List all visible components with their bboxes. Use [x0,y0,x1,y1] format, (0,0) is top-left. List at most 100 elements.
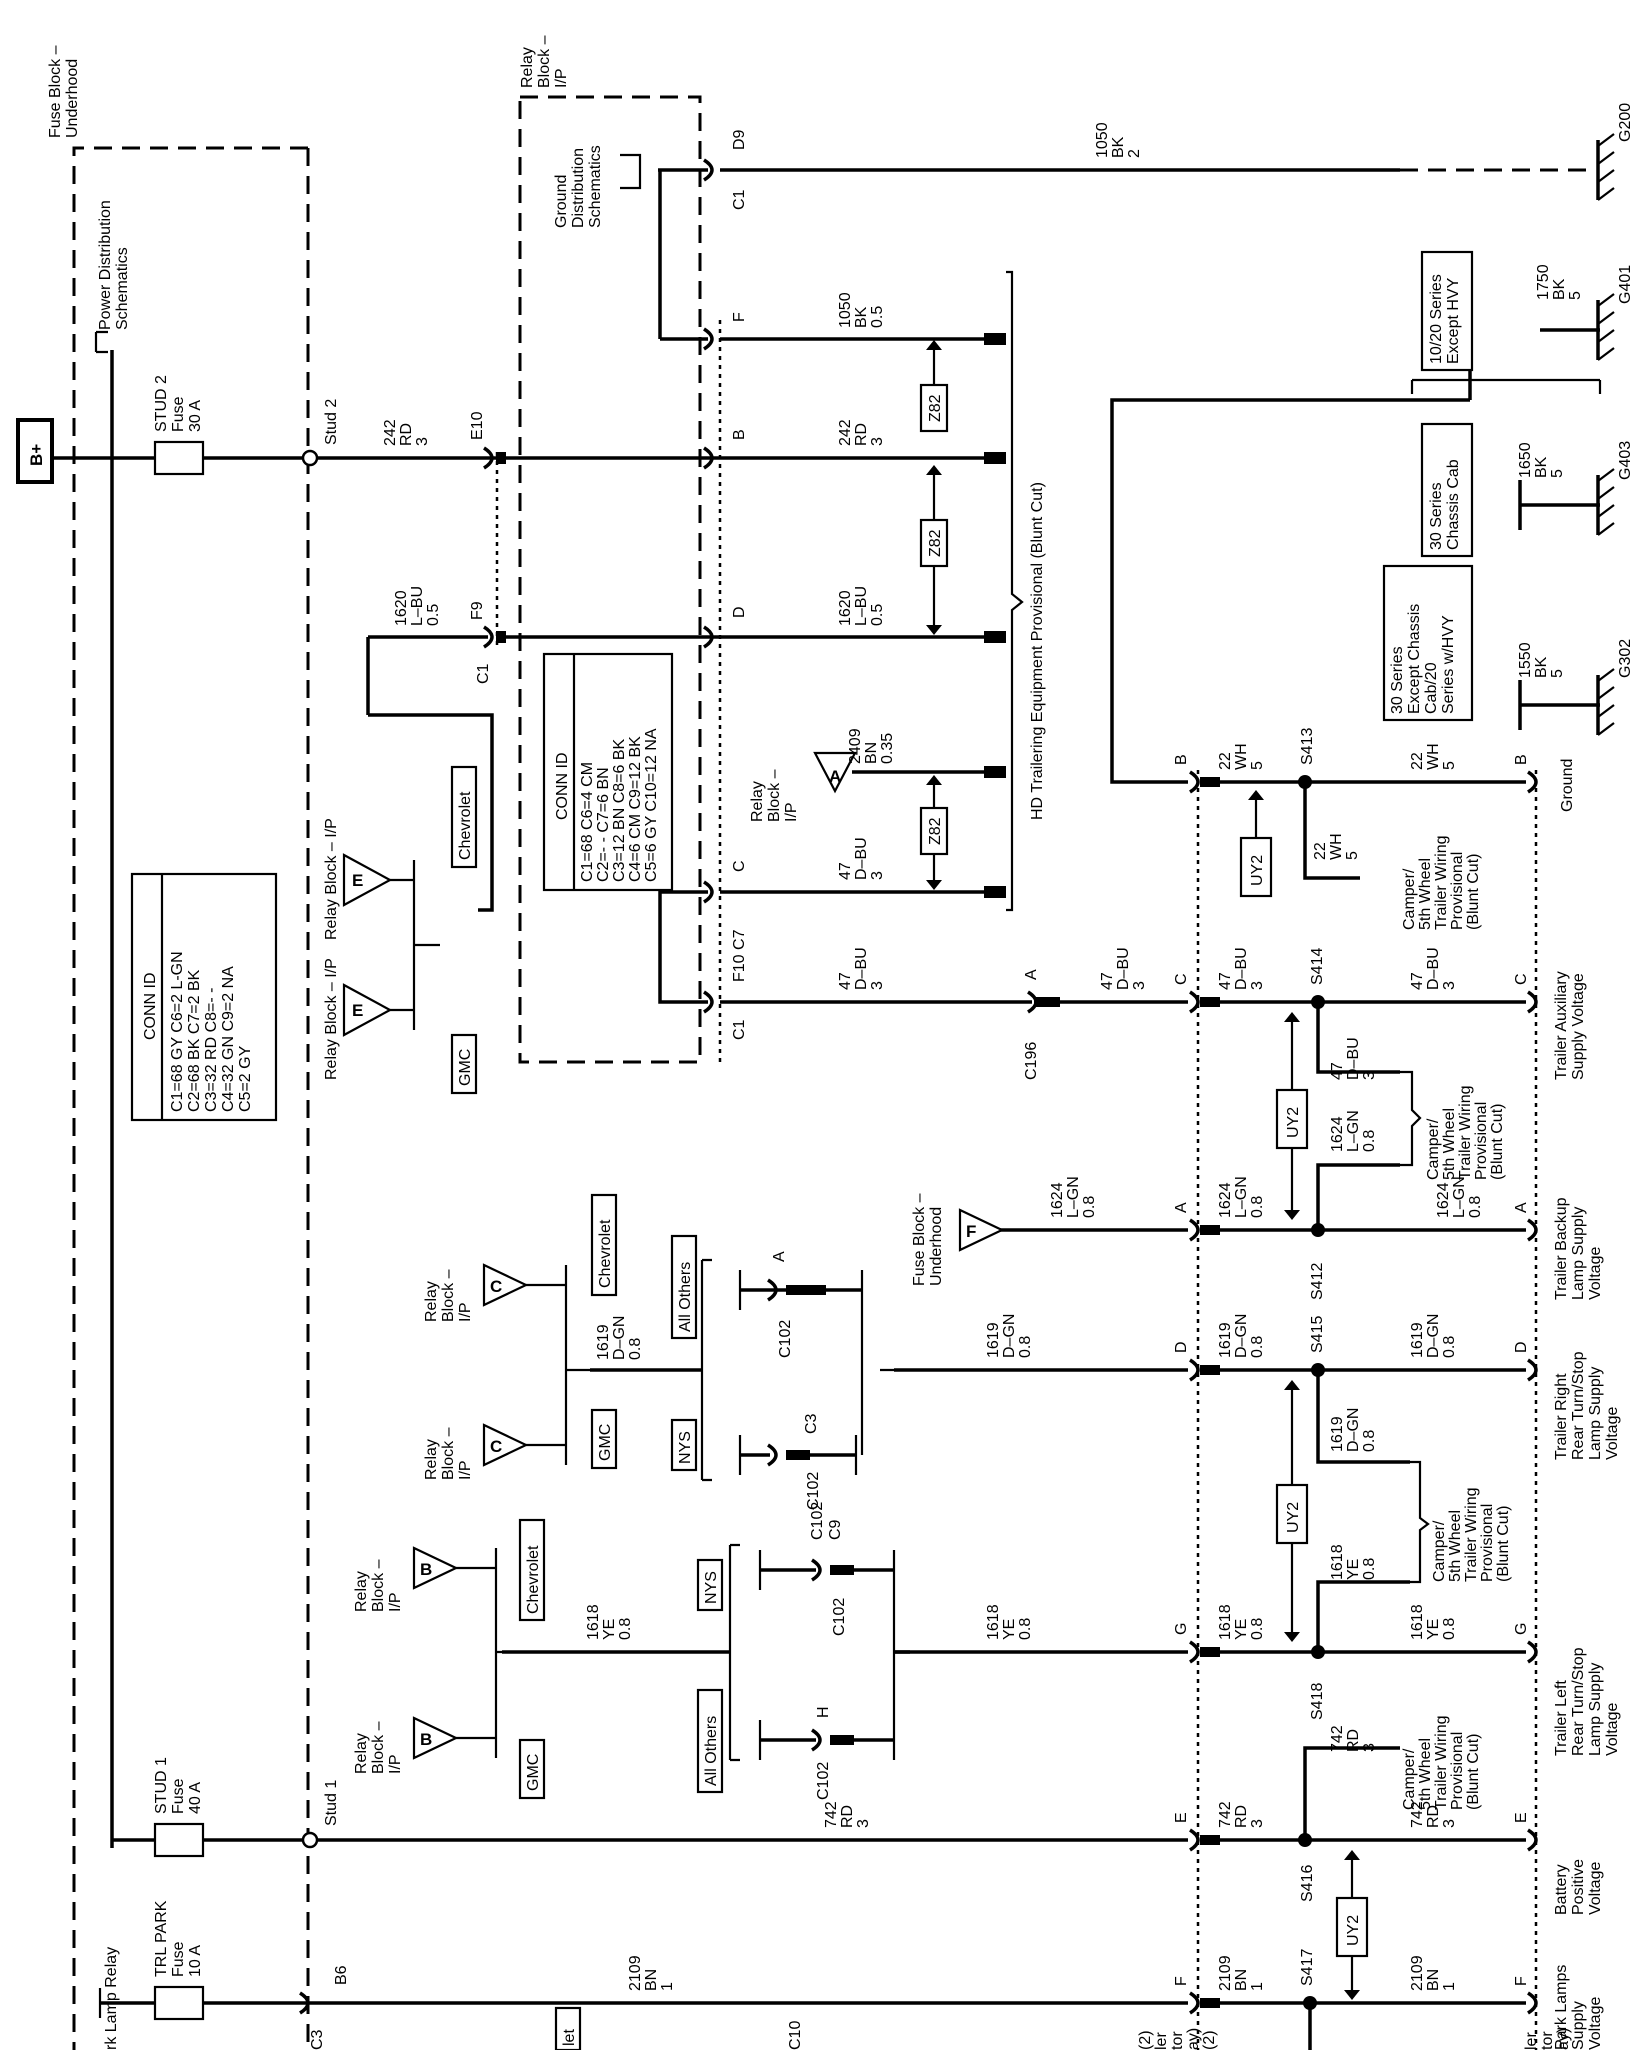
z82-tag: Z82 [919,340,949,433]
svg-text:3: 3 [1441,1819,1458,1828]
ground-distribution-label: Ground Distribution Schematics [553,145,604,228]
ground-note-g401-text: 10/20 Series Except HVY [1428,274,1462,364]
svg-text:5: 5 [1249,761,1266,770]
pin-f: F [1173,1976,1190,1986]
svg-text:5: 5 [1549,469,1566,478]
svg-text:1618: 1618 [1409,1604,1426,1640]
svg-text:1750: 1750 [1535,264,1552,300]
wire-label-1618: 1618 YE 0.8 [585,1604,634,1640]
wire-label-1619: 1619 D–GN 0.8 [595,1316,644,1360]
splice-s418: S418 [1309,1683,1326,1720]
conn-id-left: CONN ID C1=68 GY C6=2 L-GN C2=68 BK C7=2… [130,872,278,1122]
svg-text:BK: BK [1533,656,1550,678]
wire-label-2109: 2109 BN 1 [1217,1955,1266,1991]
svg-text:Ground: Ground [553,175,570,228]
wire-label-1050: 1050 BK 0.5 [837,292,886,328]
svg-text:22: 22 [1217,752,1234,770]
fuse-block-ip-label: Relay Block – I/P [423,1427,474,1480]
svg-text:1: 1 [1441,1982,1458,1991]
ground-g401: G401 [1617,265,1634,304]
wire-label-1624: 1624 L–GN 0.8 [1329,1110,1378,1152]
svg-text:0.8: 0.8 [1361,1558,1378,1580]
relay-block-triangle-e [342,983,393,1037]
c102-terminal [786,1285,826,1295]
svg-text:0.5: 0.5 [869,306,886,328]
pin-f: F [1513,1976,1530,1986]
fuse-block-ip-label: Relay Block – I/P [423,1269,474,1322]
relay-block-ip-inline: Relay Block – I/P [323,958,340,1080]
c102-connector [811,1558,822,1582]
svg-text:Block –: Block – [766,769,783,822]
pin-d: D [1513,1341,1530,1353]
svg-text:(Blunt Cut): (Blunt Cut) [1495,1506,1512,1582]
nys-tag-label: NYS [703,1571,720,1604]
svg-text:Park Lamps: Park Lamps [1553,1965,1570,2050]
nys-tag [670,1418,698,1472]
gmc-tag [590,1408,618,1470]
svg-text:0.8: 0.8 [1017,1618,1034,1640]
ground-g401-symbol [1596,292,1616,362]
triangle-f-label: F [966,1222,976,1241]
wire-label-47: 47 D–BU 3 [1409,947,1458,990]
svg-text:YE: YE [1001,1619,1018,1640]
svg-text:Z82: Z82 [927,817,944,845]
svg-text:STUD 2: STUD 2 [153,375,170,432]
svg-text:BK: BK [1551,278,1568,300]
svg-text:Positive: Positive [1570,1859,1587,1915]
splice-s415: S415 [1309,1316,1326,1353]
svg-text:5: 5 [1567,291,1584,300]
svg-text:5th Wheel: 5th Wheel [1417,1738,1434,1810]
svg-text:tor: tor [1539,2031,1556,2050]
fuse-block-triangle-f [958,1208,1005,1252]
all-others-tag [696,1688,724,1794]
power-distribution-label: Power Distribution Schematics [97,200,131,330]
nys-tag-label: NYS [677,1431,694,1464]
svg-text:0.8: 0.8 [617,1618,634,1640]
pin-b: B [731,429,748,440]
svg-text:L–BU: L–BU [409,586,426,626]
gmc-tag-label: GMC [457,1049,474,1086]
wire-label-2109: 2109 BN 1 [627,1955,676,1991]
svg-text:L–BU: L–BU [853,586,870,626]
svg-text:5: 5 [1549,669,1566,678]
svg-text:Camper/: Camper/ [1431,1520,1448,1582]
wire-label-22: 22 WH 5 [1312,833,1361,860]
camper-label: Camper/ 5th Wheel Trailer Wiring Provisi… [1425,1085,1506,1180]
svg-text:UY2: UY2 [1285,1502,1302,1533]
svg-text:Provisional: Provisional [1449,1732,1466,1810]
svg-text:3: 3 [869,871,886,880]
svg-text:1619: 1619 [1217,1322,1234,1358]
option-bracket [390,860,440,1030]
branch-47 [1316,1002,1400,1074]
branch-1619 [1316,1370,1410,1464]
stud1-label: Stud 1 [323,1780,340,1826]
svg-text:3: 3 [855,1819,872,1828]
edge-fragment: (2) ler tor ay) (2) [1137,2028,1218,2050]
all-others-tag [670,1234,698,1340]
svg-text:10/20 Series: 10/20 Series [1428,274,1445,364]
ground-g302-symbol [1596,667,1616,737]
svg-text:1550: 1550 [1517,642,1534,678]
svg-text:I/P: I/P [387,1754,404,1774]
svg-text:Except HVY: Except HVY [1445,277,1462,364]
svg-text:D–GN: D–GN [1345,1408,1362,1452]
connector-c102: C102 [777,1320,794,1358]
svg-text:C4=32 GN C9=2 NA: C4=32 GN C9=2 NA [220,966,237,1112]
svg-text:Z82: Z82 [927,529,944,557]
svg-text:1: 1 [1249,1982,1266,1991]
svg-text:Block –: Block – [440,1427,457,1480]
svg-text:C2=68 BK C7=2 BK: C2=68 BK C7=2 BK [186,969,203,1112]
svg-text:D–GN: D–GN [1233,1314,1250,1358]
splice-s417: S417 [1299,1949,1316,1986]
svg-text:Camper/: Camper/ [1401,1748,1418,1810]
svg-text:Cab/20: Cab/20 [1423,662,1440,714]
svg-text:UY2: UY2 [1285,1107,1302,1138]
svg-text:Lamp Supply: Lamp Supply [1587,1367,1604,1460]
wire-label-1620: 1620 L–BU 0.5 [393,586,442,626]
svg-text:Trailer Auxiliary: Trailer Auxiliary [1553,971,1570,1080]
svg-text:D–GN: D–GN [1001,1314,1018,1358]
wire-47-internal [658,890,708,1004]
svg-text:Fuse: Fuse [170,396,187,432]
connector-c1: C1 [731,189,748,210]
svg-text:Rear Turn/Stop: Rear Turn/Stop [1570,1351,1587,1460]
